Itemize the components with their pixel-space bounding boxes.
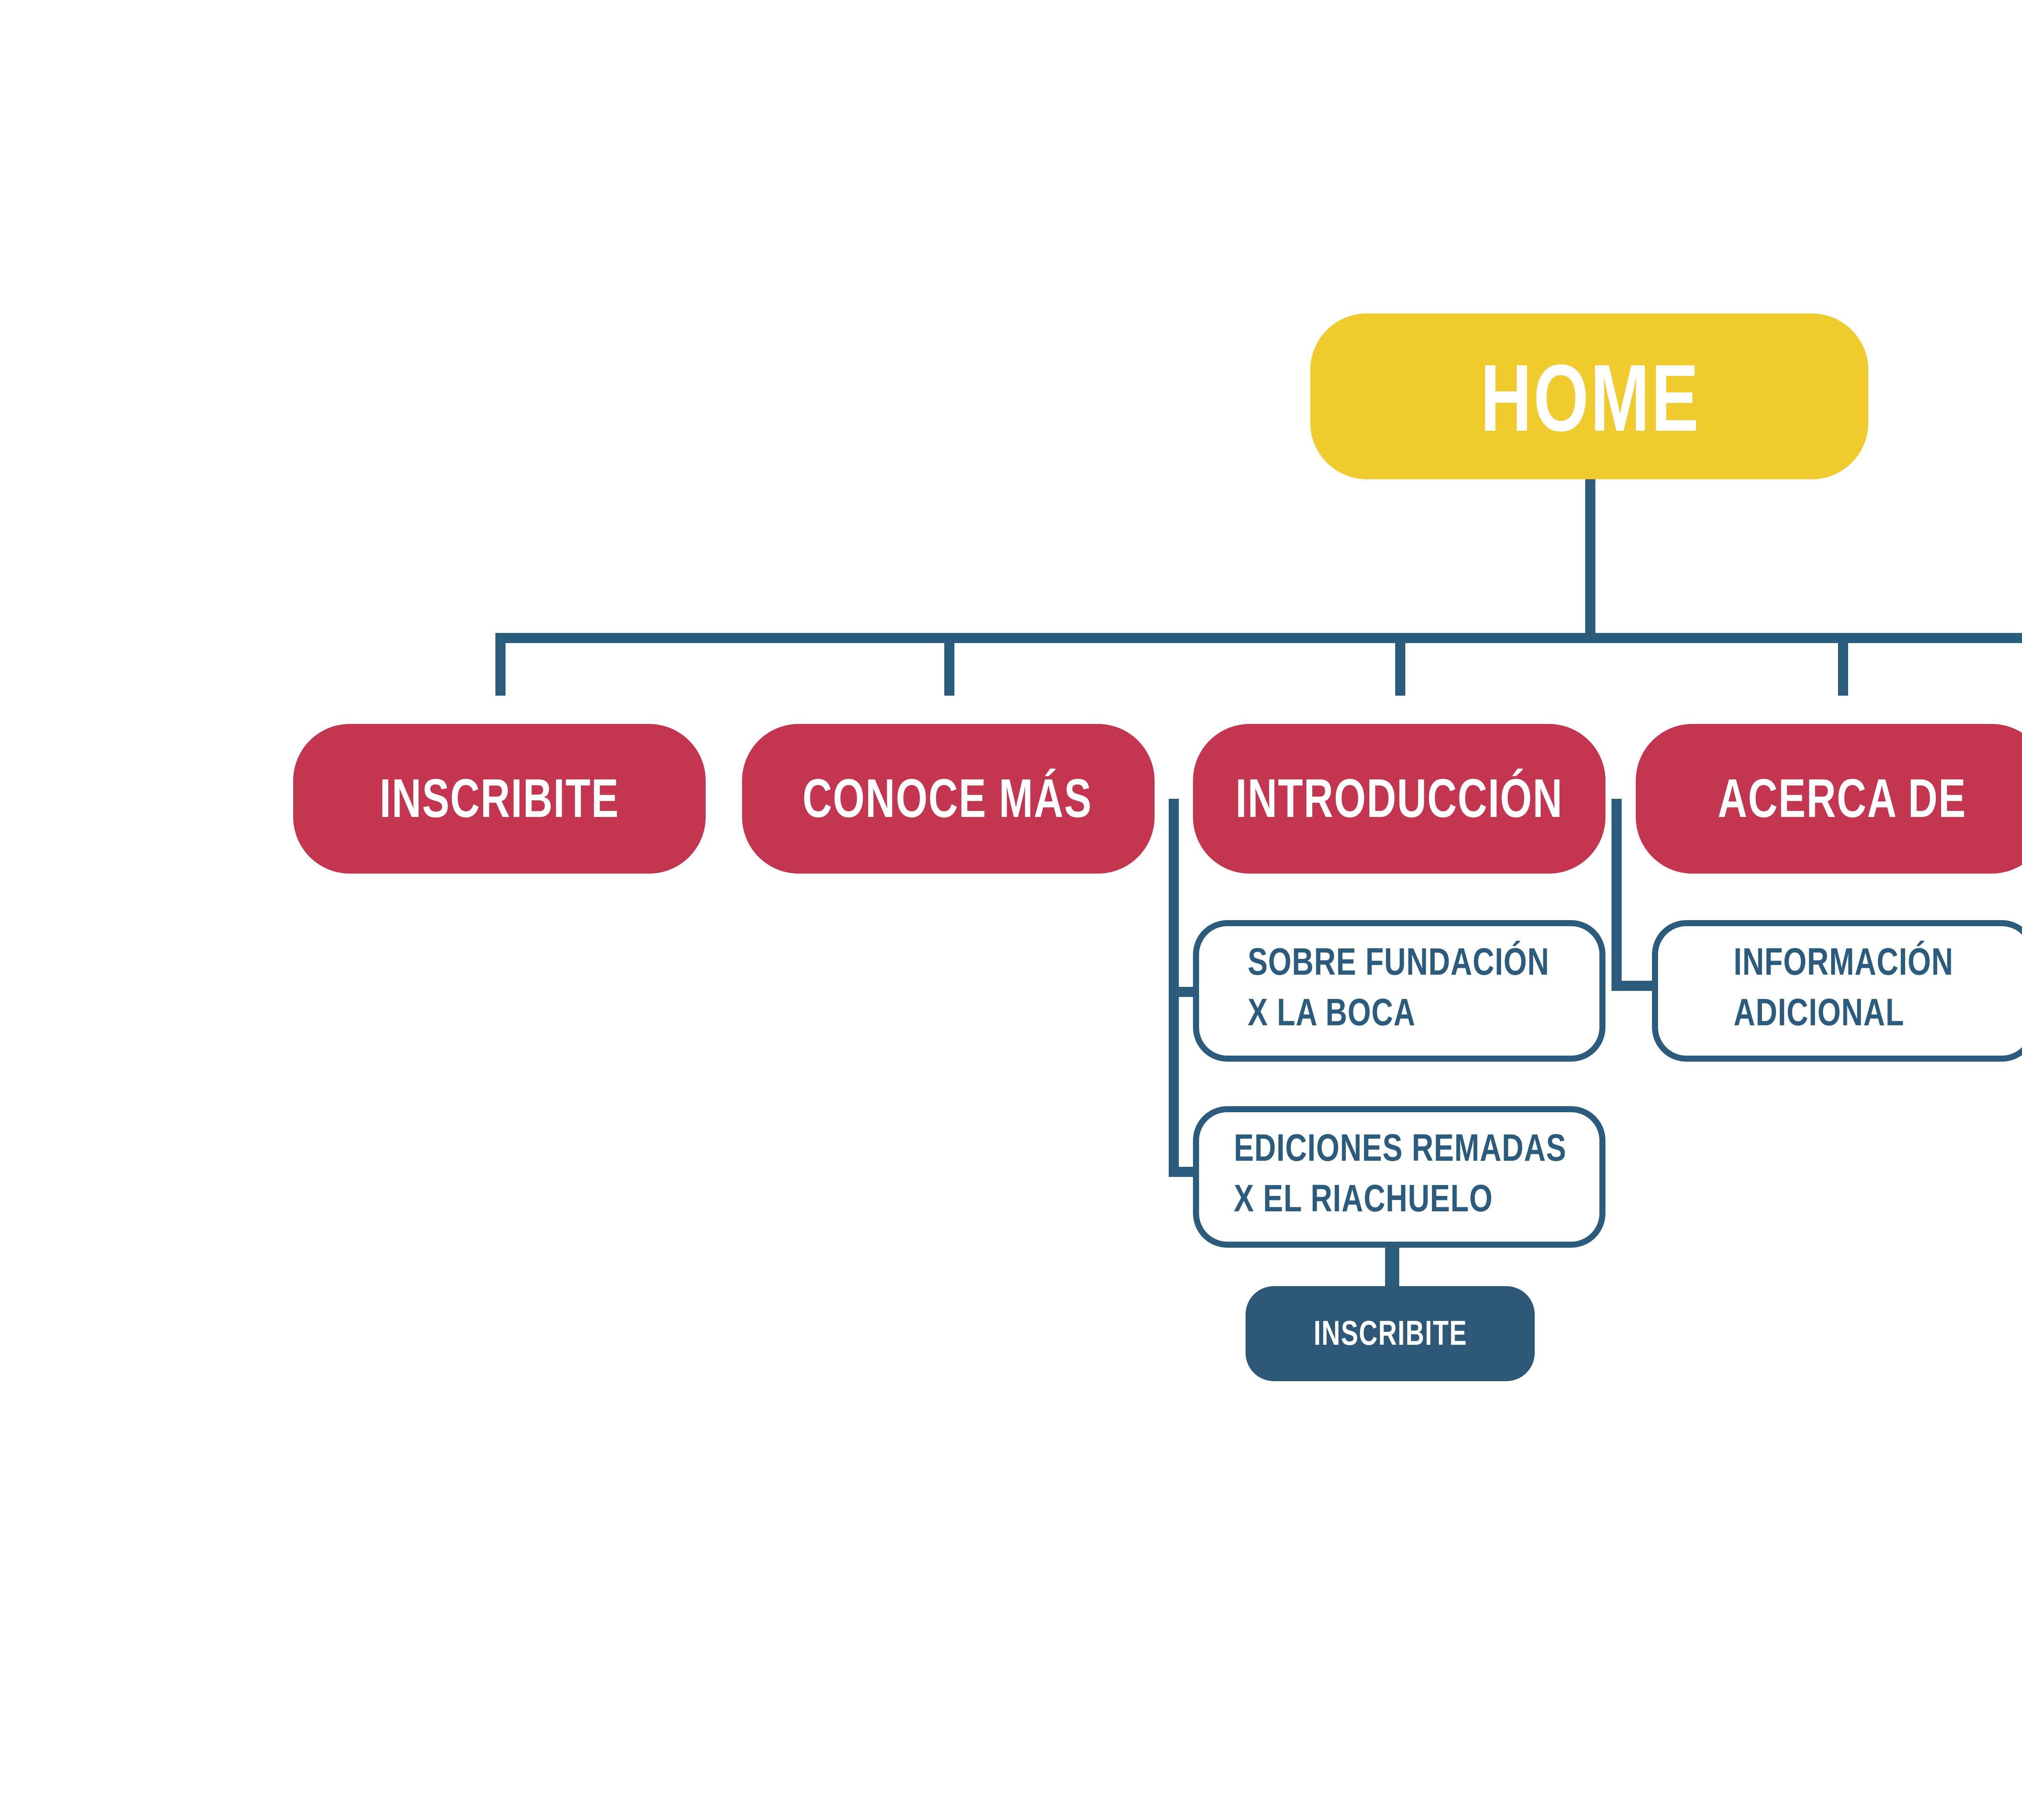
- connector-bracket-acerca-stub: [1612, 981, 1656, 991]
- connector-stub-inscribite-action: [1384, 1244, 1398, 1286]
- node-inscribite: INSCRIBITE: [293, 724, 706, 874]
- node-ediciones-remadas-label: EDICIONES REMADAS X EL RIACHUELO: [1233, 1127, 1566, 1227]
- connector-stub-introduccion: [1394, 643, 1404, 696]
- connector-stub-inscribite: [494, 643, 505, 696]
- node-ediciones-remadas: EDICIONES REMADAS X EL RIACHUELO: [1193, 1106, 1605, 1248]
- node-sobre-fundacion-line1: SOBRE FUNDACIÓN: [1248, 943, 1550, 986]
- node-sobre-fundacion: SOBRE FUNDACIÓN X LA BOCA: [1193, 920, 1605, 1062]
- node-home: HOME: [1310, 313, 1868, 479]
- node-acerca-de: ACERCA DE: [1636, 724, 2022, 874]
- connector-stub-acerca-de: [1837, 643, 1847, 696]
- node-informacion-adicional-line1: INFORMACIÓN: [1734, 943, 1954, 986]
- connector-bracket-acerca-vertical: [1612, 799, 1622, 991]
- node-informacion-adicional-label: INFORMACIÓN ADICIONAL: [1734, 941, 1954, 1041]
- node-informacion-adicional-line2: ADICIONAL: [1734, 993, 1905, 1035]
- node-informacion-adicional: INFORMACIÓN ADICIONAL: [1652, 920, 2022, 1062]
- node-inscribite-label: INSCRIBITE: [379, 767, 620, 828]
- node-introduccion-label: INTRODUCCIÓN: [1235, 767, 1563, 828]
- node-ediciones-remadas-line2: X EL RIACHUELO: [1233, 1179, 1492, 1221]
- node-ediciones-remadas-line1: EDICIONES REMADAS: [1233, 1129, 1566, 1172]
- connector-stub-conoce-mas: [943, 643, 954, 696]
- connector-home-stem: [1584, 479, 1595, 633]
- node-conoce-mas-label: CONOCE MÁS: [803, 767, 1093, 828]
- node-conoce-mas: CONOCE MÁS: [742, 724, 1155, 874]
- node-inscribite-action-label: INSCRIBITE: [1313, 1314, 1467, 1353]
- node-introduccion: INTRODUCCIÓN: [1193, 724, 1605, 874]
- node-sobre-fundacion-line2: X LA BOCA: [1248, 993, 1417, 1035]
- node-sobre-fundacion-label: SOBRE FUNDACIÓN X LA BOCA: [1248, 941, 1550, 1041]
- node-home-label: HOME: [1479, 343, 1699, 450]
- node-inscribite-action: INSCRIBITE: [1246, 1286, 1535, 1381]
- node-acerca-de-label: ACERCA DE: [1717, 767, 1967, 828]
- connector-bar: [494, 633, 2022, 643]
